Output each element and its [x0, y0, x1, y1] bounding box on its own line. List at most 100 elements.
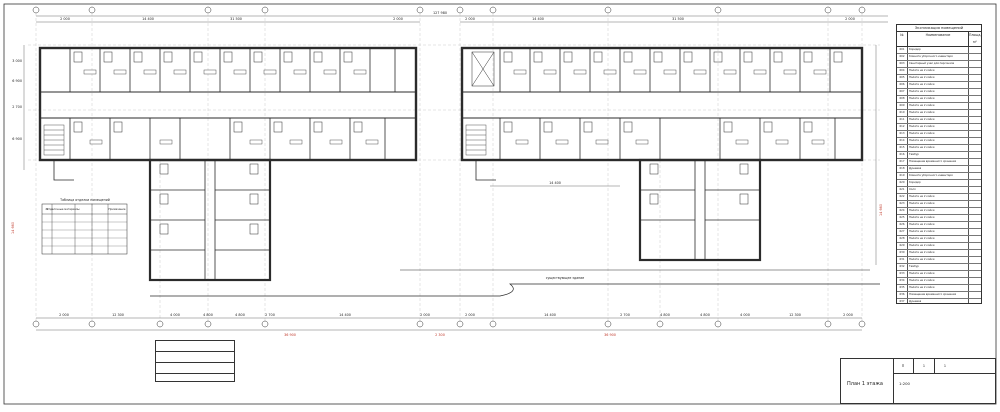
dim-label: 2 700	[12, 105, 22, 109]
room-area	[969, 82, 981, 88]
dim-label-red: 36 900	[284, 333, 296, 337]
room-name: Коридор	[908, 180, 969, 186]
dim-label: 4 800	[203, 313, 213, 317]
dim-label: 4 800	[235, 313, 245, 317]
room-area	[969, 96, 981, 102]
room-name: Комната уборочного инвентаря	[908, 173, 969, 179]
dim-label: 31 500	[672, 17, 684, 21]
room-number: 630	[897, 250, 908, 256]
top-dimension-chain-left: 2 000 14 400 31 500 2 000	[36, 17, 420, 23]
right-stem	[638, 158, 762, 262]
room-name: Палата на 2 койки	[908, 271, 969, 277]
room-number: 610	[897, 110, 908, 116]
stage: П	[893, 359, 914, 373]
room-number: 621	[897, 187, 908, 193]
dim-label: 2 000	[843, 313, 853, 317]
room-schedule: Экспликация помещений № Наименование Пло…	[896, 24, 982, 304]
room-name: Палата на 2 койки	[908, 96, 969, 102]
room-number: 606	[897, 82, 908, 88]
room-area	[969, 159, 981, 165]
scale: 1:200	[899, 381, 910, 386]
room-number: 624	[897, 208, 908, 214]
room-name: Палата на 2 койки	[908, 75, 969, 81]
corridor-dimension: 14 400	[490, 181, 620, 187]
room-name: Тамбур	[908, 264, 969, 270]
dim-label: 14 400	[544, 313, 556, 317]
finishing-table: Таблица отделки помещений № Отделочные м…	[41, 198, 128, 255]
room-number: 632	[897, 264, 908, 270]
room-name: Палата на 2 койки	[908, 243, 969, 249]
room-number: 615	[897, 145, 908, 151]
room-number: 617	[897, 159, 908, 165]
room-area	[969, 208, 981, 214]
room-number: 627	[897, 229, 908, 235]
room-area	[969, 292, 981, 298]
finishing-table-title: Таблица отделки помещений	[59, 198, 110, 202]
room-area	[969, 194, 981, 200]
revision-stamp	[155, 340, 235, 382]
room-area	[969, 173, 981, 179]
dim-label: 2 000	[420, 313, 430, 317]
room-schedule-header-area: Площадь м²	[969, 33, 981, 44]
room-name: Палата на 2 койки	[908, 138, 969, 144]
room-area	[969, 117, 981, 123]
dim-label: 2 000	[393, 17, 403, 21]
dim-label-red: 14 660	[879, 204, 883, 216]
axis-markers-top	[32, 6, 866, 14]
room-name: Помещение временного хранения	[908, 159, 969, 165]
dim-label-red: 14 660	[11, 222, 15, 234]
svg-text:127 980: 127 980	[433, 11, 447, 15]
room-area	[969, 222, 981, 228]
room-name: Помещение временного хранения	[908, 292, 969, 298]
existing-building: существующее здание	[150, 269, 880, 297]
room-name: Палата на 2 койки	[908, 215, 969, 221]
room-area	[969, 229, 981, 235]
room-name: Палата на 2 койки	[908, 145, 969, 151]
room-area	[969, 124, 981, 130]
room-number: 612	[897, 124, 908, 130]
room-number: 613	[897, 131, 908, 137]
dim-label-red: 36 900	[604, 333, 616, 337]
room-name: Санитарный узел для персонала	[908, 61, 969, 67]
dim-label: 31 500	[230, 17, 242, 21]
sheet-count: 1	[943, 364, 947, 368]
room-number: 628	[897, 236, 908, 242]
room-name: Душевая	[908, 299, 969, 303]
dim-label: 2 000	[465, 17, 475, 21]
room-name: Палата на 2 койки	[908, 222, 969, 228]
room-name: Холл	[908, 187, 969, 193]
room-area	[969, 264, 981, 270]
room-area	[969, 75, 981, 81]
dim-label: 3 000	[12, 59, 22, 63]
room-name: Палата на 2 койки	[908, 285, 969, 291]
dim-label: 2 700	[265, 313, 275, 317]
room-area	[969, 54, 981, 60]
dim-label: 12 300	[789, 313, 801, 317]
room-area	[969, 166, 981, 172]
room-schedule-header-no: №	[897, 32, 908, 46]
room-area	[969, 61, 981, 67]
room-area	[969, 138, 981, 144]
axis-grid	[28, 13, 880, 325]
room-number: 614	[897, 138, 908, 144]
room-schedule-header: № Наименование Площадь м²	[897, 32, 981, 47]
room-area	[969, 180, 981, 186]
room-schedule-header-name: Наименование	[908, 32, 969, 46]
room-number: 625	[897, 215, 908, 221]
room-name: Коридор	[908, 47, 969, 53]
room-number: 635	[897, 285, 908, 291]
